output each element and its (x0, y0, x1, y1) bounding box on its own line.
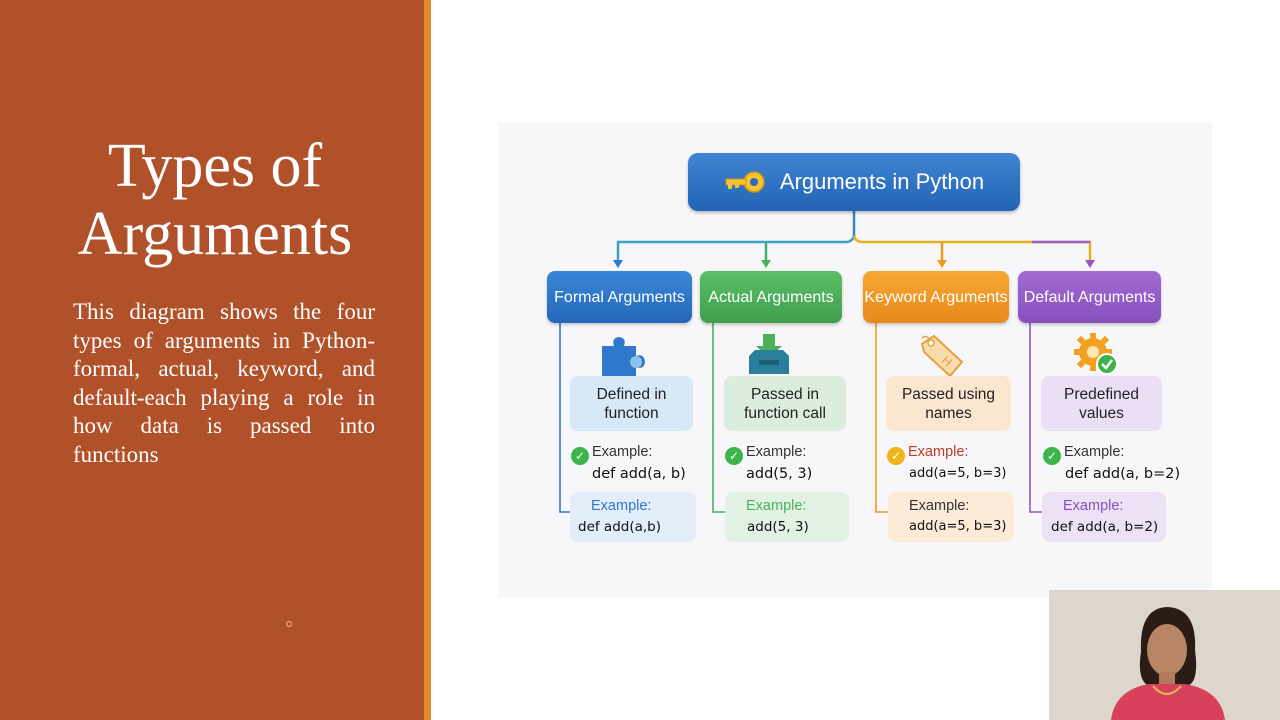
example-box-code-keyword: add(a=5, b=3) (909, 519, 1007, 534)
example-code-actual: add(5, 3) (746, 466, 813, 482)
example-label-keyword: Example: (908, 444, 969, 460)
slide-title: Types of Arguments (77, 132, 353, 268)
pointer-dot (286, 621, 292, 627)
example-code-default: def add(a, b=2) (1065, 466, 1181, 482)
category-default-arguments: Default Arguments (1018, 271, 1161, 323)
example-box-label-keyword: Example: (909, 498, 970, 514)
description-actual: Passed in function call (724, 376, 846, 431)
inbox-download-icon (749, 334, 789, 374)
key-icon (725, 171, 765, 193)
root-label: Arguments in Python (779, 169, 985, 194)
example-box-formal (570, 492, 696, 542)
example-code-formal: def add(a, b) (592, 466, 686, 482)
slide-title-panel (0, 0, 424, 720)
category-actual-arguments: Actual Arguments (700, 271, 842, 323)
description-formal: Defined in function (570, 376, 693, 431)
example-box-code-actual: add(5, 3) (747, 519, 809, 535)
slide-description: This diagram shows the four types of arg… (73, 299, 375, 467)
check-icon: ✓ (571, 447, 589, 465)
puzzle-icon (602, 337, 645, 376)
description-default: Predefined values (1041, 376, 1162, 431)
description-keyword: Passed using names (886, 376, 1011, 431)
category-formal-arguments: Formal Arguments (547, 271, 692, 323)
example-label-actual: Example: (746, 444, 807, 460)
category-keyword-arguments: Keyword Arguments (863, 271, 1009, 323)
accent-stripe (424, 0, 431, 720)
example-label-formal: Example: (592, 444, 653, 460)
example-label-default: Example: (1064, 444, 1125, 460)
example-box-code-formal: def add(a,b) (578, 519, 661, 535)
example-box-code-default: def add(a, b=2) (1051, 519, 1159, 535)
tag-icon: H (920, 334, 964, 378)
check-icon: ✓ (887, 447, 905, 465)
example-box-label-formal: Example: (591, 498, 652, 514)
gear-check-icon (1074, 333, 1118, 375)
presenter-webcam (1049, 590, 1280, 720)
root-node: Arguments in Python (688, 153, 1020, 211)
check-icon: ✓ (1043, 447, 1061, 465)
example-box-keyword (888, 492, 1014, 542)
example-box-label-default: Example: (1063, 498, 1124, 514)
presenter-avatar (1049, 590, 1280, 720)
example-box-default (1042, 492, 1166, 542)
example-box-actual (725, 492, 849, 542)
example-code-keyword: add(a=5, b=3) (909, 466, 1007, 481)
check-icon: ✓ (725, 447, 743, 465)
example-box-label-actual: Example: (746, 498, 807, 514)
